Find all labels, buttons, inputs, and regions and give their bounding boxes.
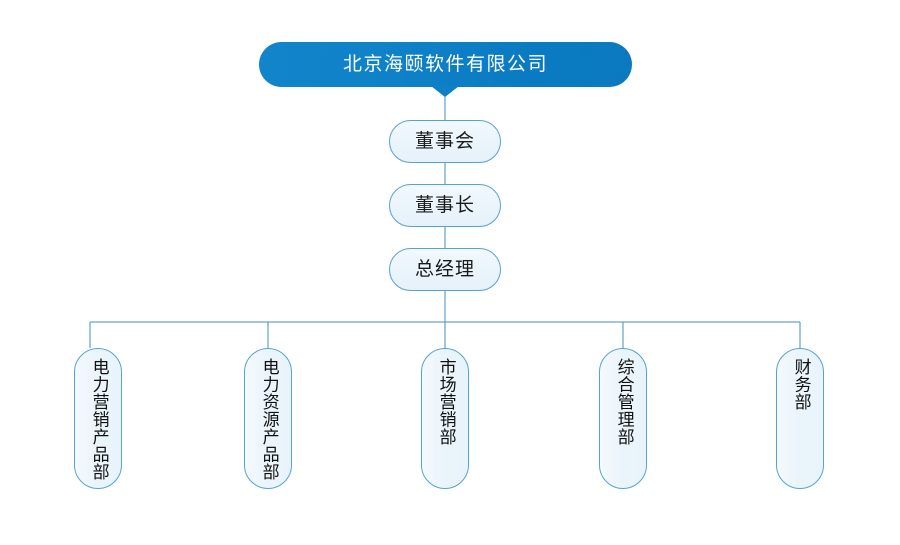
dept-node-label: 市场营销部 xyxy=(435,358,456,446)
dept-node-label: 电力资源产品部 xyxy=(258,358,279,481)
company-root-tail xyxy=(431,86,459,97)
exec-node-general-manager[interactable]: 总经理 xyxy=(389,248,501,291)
dept-node-power-resource-product[interactable]: 电力资源产品部 xyxy=(244,348,292,489)
company-root-node[interactable]: 北京海颐软件有限公司 xyxy=(259,42,632,87)
exec-node-chairman-label: 董事长 xyxy=(414,194,475,216)
dept-node-label: 财务部 xyxy=(790,358,811,411)
exec-node-board[interactable]: 董事会 xyxy=(389,120,501,163)
dept-node-label: 电力营销产品部 xyxy=(88,358,109,481)
dept-node-label: 综合管理部 xyxy=(613,358,634,446)
company-root-label: 北京海颐软件有限公司 xyxy=(342,53,548,75)
dept-node-general-administration[interactable]: 综合管理部 xyxy=(599,348,647,489)
dept-node-market-marketing[interactable]: 市场营销部 xyxy=(421,348,469,489)
exec-node-chairman[interactable]: 董事长 xyxy=(389,184,501,227)
exec-node-board-label: 董事会 xyxy=(414,130,475,152)
dept-node-power-marketing-product[interactable]: 电力营销产品部 xyxy=(74,348,122,489)
exec-node-general-manager-label: 总经理 xyxy=(414,258,475,280)
dept-node-finance[interactable]: 财务部 xyxy=(776,348,824,489)
